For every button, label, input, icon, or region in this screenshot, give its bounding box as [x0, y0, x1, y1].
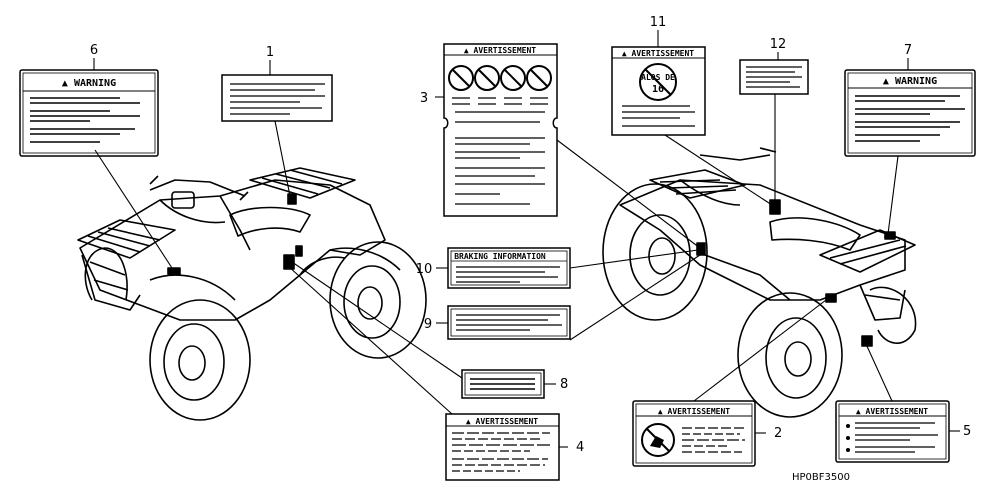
label-5-header: ▲ AVERTISSEMENT — [856, 407, 928, 416]
label-3-header: ▲ AVERTISSEMENT — [464, 46, 536, 55]
atv-left-view — [77, 167, 427, 421]
callout-1: 1 — [266, 45, 274, 60]
callout-3: 3 — [420, 91, 428, 106]
age-limit: 16 — [652, 84, 664, 95]
atv-right-view — [602, 147, 917, 418]
label-8 — [461, 369, 545, 399]
diagram-code: HP0BF3500 — [792, 472, 850, 483]
label-11-avertissement: ▲ AVERTISSEMENT ALOS DE 16 — [611, 46, 706, 136]
leader-lines — [93, 30, 960, 448]
callout-4: 4 — [576, 440, 584, 455]
label-7-warning: ▲ WARNING — [844, 69, 976, 157]
label-4-avertissement: ▲ AVERTISSEMENT — [445, 413, 560, 481]
callout-2: 2 — [774, 426, 782, 441]
label-2-header: ▲ AVERTISSEMENT — [658, 407, 730, 416]
callout-12: 12 — [770, 37, 787, 52]
callout-6: 6 — [90, 43, 98, 58]
label-6-header: ▲ WARNING — [62, 78, 116, 89]
label-6-warning: ▲ WARNING — [19, 69, 159, 157]
label-10-header: BRAKING INFORMATION — [454, 252, 546, 261]
label-3-avertissement: ▲ AVERTISSEMENT — [443, 43, 558, 217]
label-1 — [221, 74, 333, 122]
label-2-avertissement: ▲ AVERTISSEMENT — [632, 400, 756, 467]
label-10-braking-information: BRAKING INFORMATION — [447, 247, 571, 289]
callout-9: 9 — [424, 317, 432, 332]
callout-5: 5 — [963, 424, 971, 439]
label-4-header: ▲ AVERTISSEMENT — [466, 417, 538, 426]
callout-numbers: 1 2 3 4 5 6 7 8 9 10 11 12 — [90, 15, 971, 455]
label-11-header: ▲ AVERTISSEMENT — [622, 49, 694, 58]
callout-11: 11 — [650, 15, 667, 30]
label-5-avertissement: ▲ AVERTISSEMENT — [835, 400, 950, 463]
callout-10: 10 — [416, 262, 433, 277]
callout-8: 8 — [560, 377, 568, 392]
age-text: ALOS DE — [641, 73, 675, 82]
label-12 — [739, 59, 809, 95]
label-7-header: ▲ WARNING — [883, 76, 937, 87]
label-9 — [447, 305, 571, 340]
callout-7: 7 — [904, 43, 912, 58]
